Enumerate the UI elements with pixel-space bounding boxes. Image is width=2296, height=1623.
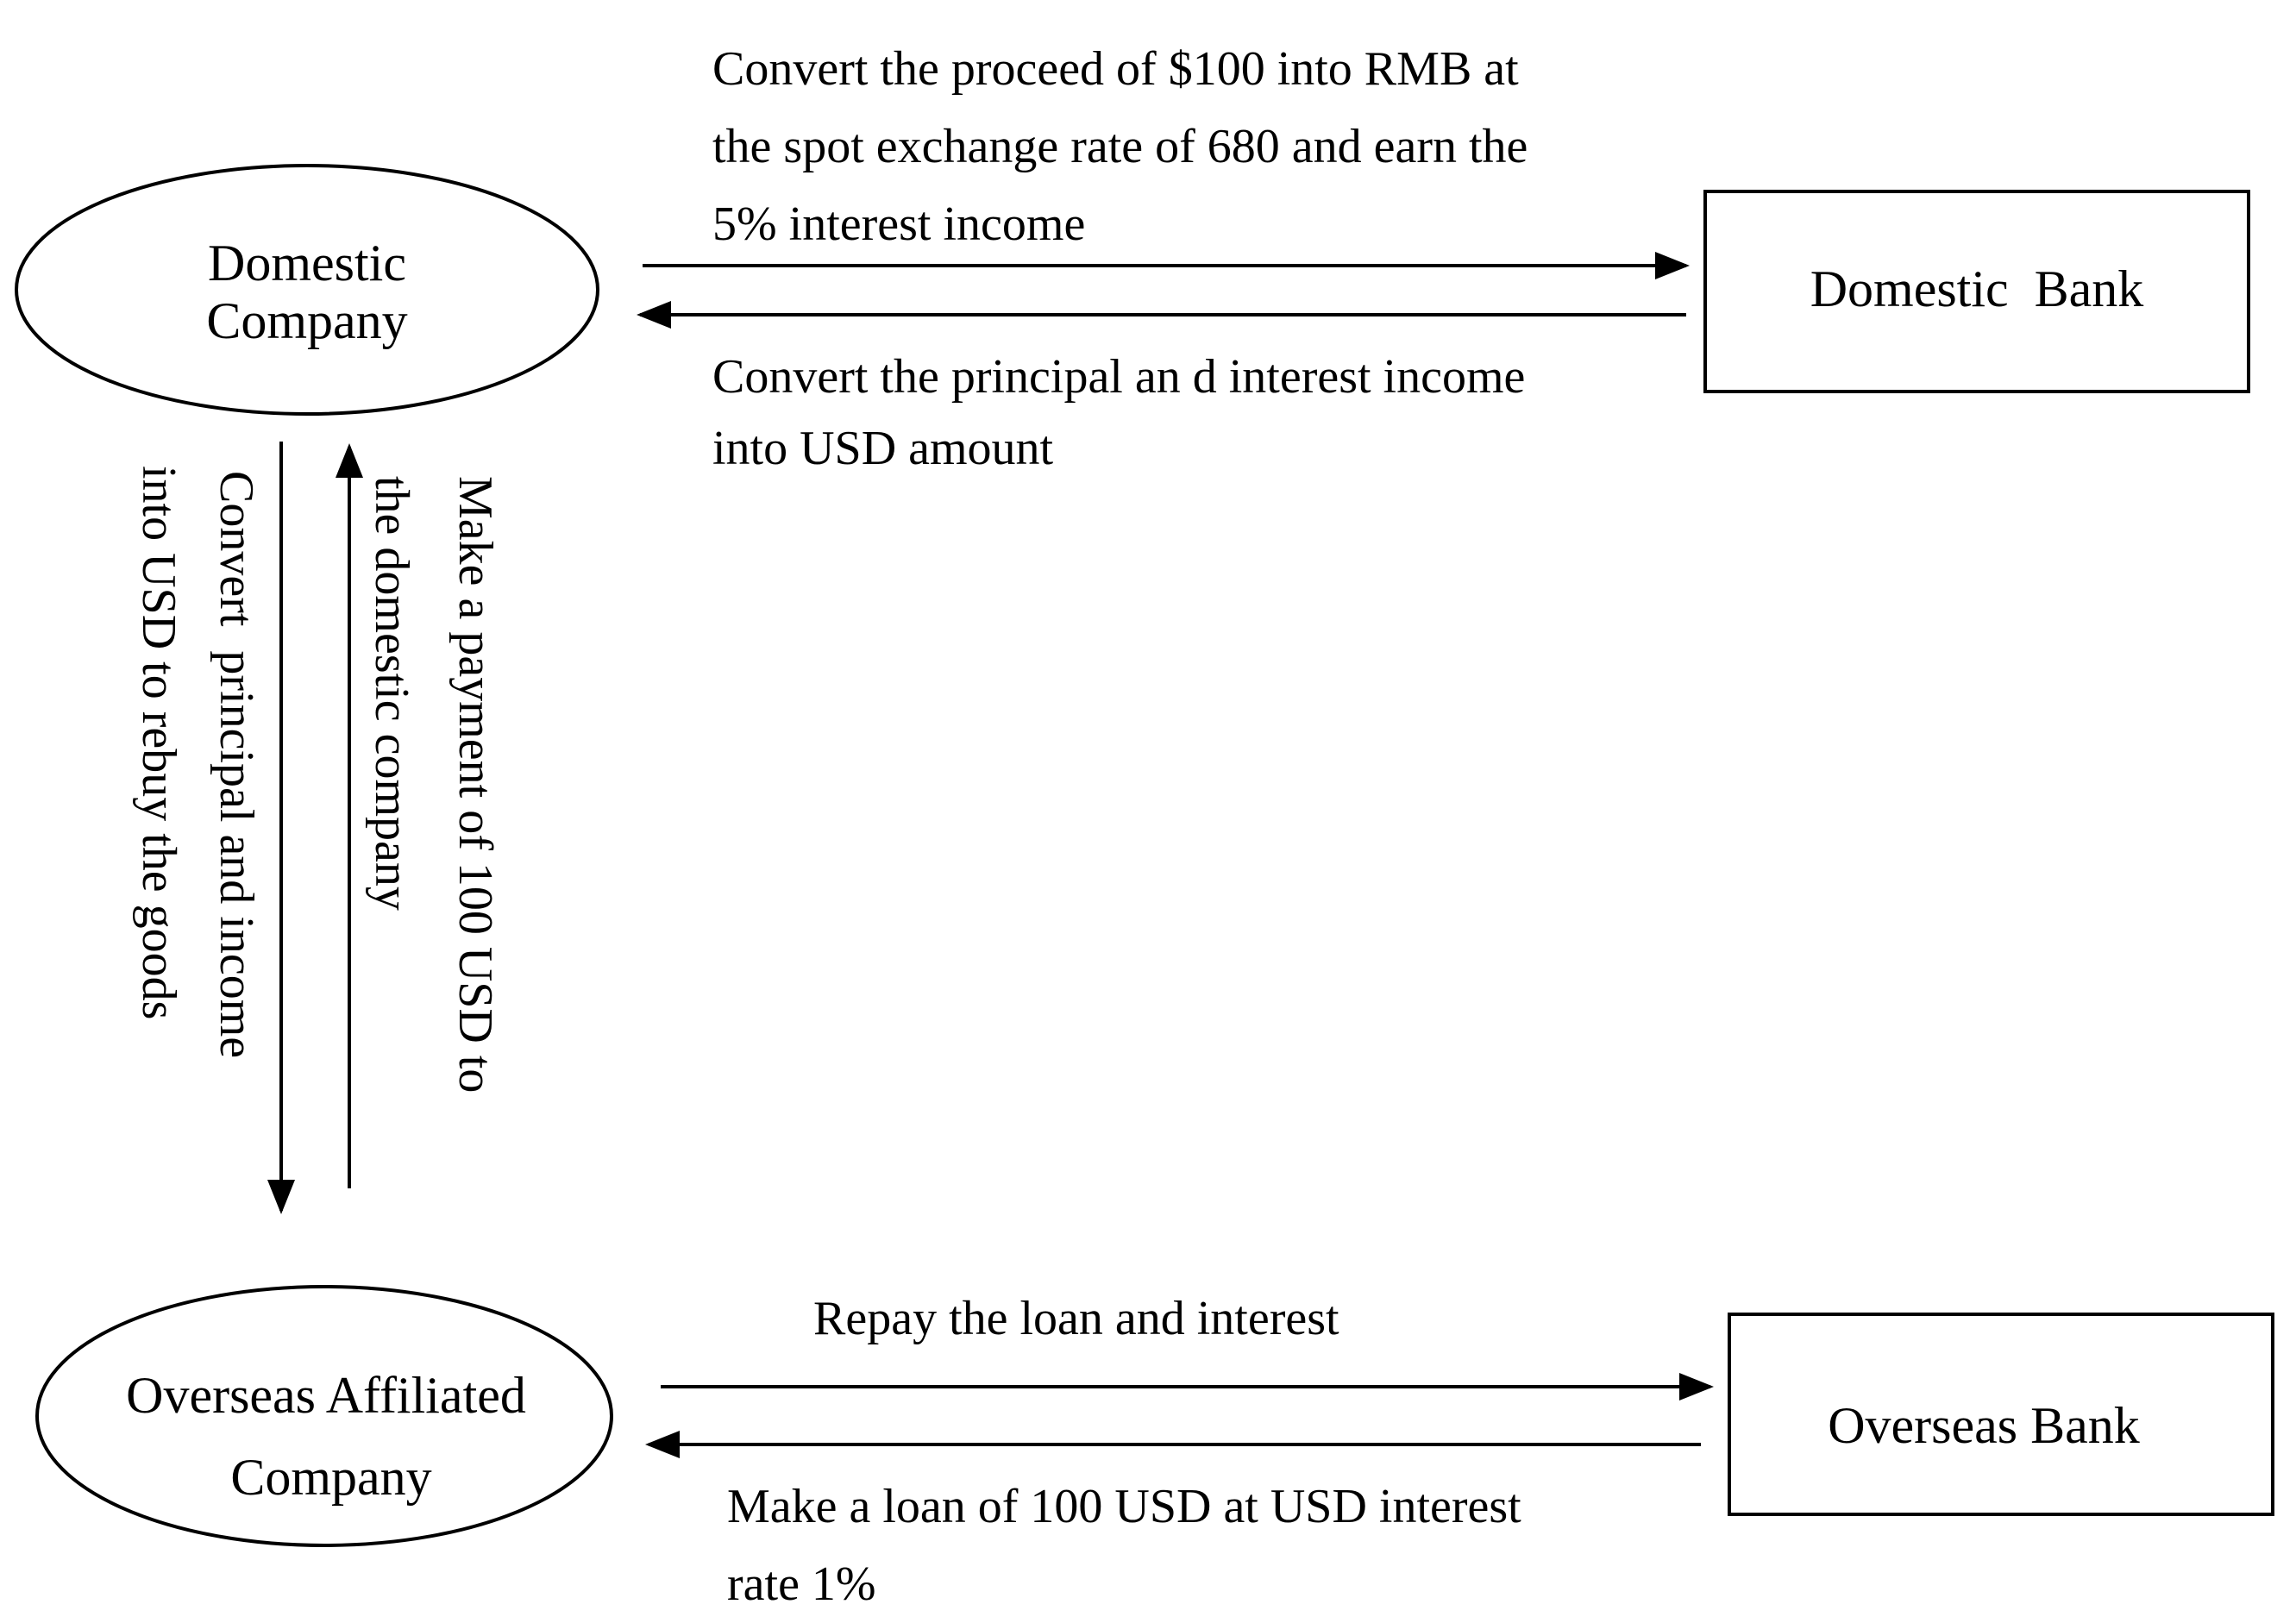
edge-label-line-2: the domestic company bbox=[365, 476, 418, 911]
edge-label-line-3: 5% interest income bbox=[712, 197, 1085, 251]
edge-domestic-bank-to-company: Convert the principal an d interest inco… bbox=[637, 301, 1686, 475]
edge-overseas-bank-to-company: Make a loan of 100 USD at USD interest r… bbox=[645, 1431, 1701, 1611]
overseas-bank-box bbox=[1728, 1313, 2274, 1516]
domestic-company-node: Domestic Company bbox=[15, 164, 599, 416]
edge-label-line-1: Make a loan of 100 USD at USD interest bbox=[727, 1480, 1521, 1533]
overseas-bank-label: Overseas Bank bbox=[1828, 1397, 2140, 1454]
edge-label-line-1: Make a payment of 100 USD to bbox=[449, 476, 502, 1093]
edge-overseas-company-to-bank: Repay the loan and interest bbox=[661, 1292, 1714, 1401]
edge-label-line-1: Convert principal and income bbox=[210, 471, 263, 1058]
domestic-company-label-line-1: Domestic bbox=[208, 235, 406, 291]
domestic-company-ellipse bbox=[15, 164, 599, 416]
domestic-bank-label: Domestic Bank bbox=[1810, 260, 2144, 317]
overseas-company-label-line-2: Company bbox=[230, 1449, 431, 1506]
domestic-bank-box bbox=[1703, 190, 2250, 393]
edge-overseas-to-domestic-company: Make a payment of 100 USD to the domesti… bbox=[336, 443, 502, 1188]
edge-domestic-to-overseas-company: Convert principal and income into USD to… bbox=[132, 442, 295, 1214]
edge-label-line-1: Repay the loan and interest bbox=[813, 1292, 1339, 1345]
edge-label-line-2: the spot exchange rate of 680 and earn t… bbox=[712, 120, 1528, 173]
overseas-company-ellipse bbox=[35, 1285, 613, 1547]
edge-label-line-1: Convert the proceed of $100 into RMB at bbox=[712, 42, 1519, 96]
edge-label-line-1: Convert the principal an d interest inco… bbox=[712, 350, 1525, 404]
domestic-company-label-line-2: Company bbox=[206, 292, 407, 349]
edge-label-line-2: into USD amount bbox=[712, 422, 1054, 475]
edge-label-line-2: into USD to rebuy the goods bbox=[132, 466, 185, 1019]
overseas-bank-node: Overseas Bank bbox=[1728, 1313, 2274, 1516]
domestic-bank-node: Domestic Bank bbox=[1703, 190, 2250, 393]
overseas-company-node: Overseas Affiliated Company bbox=[35, 1285, 613, 1547]
edge-label-line-2: rate 1% bbox=[727, 1557, 876, 1611]
edge-company-to-domestic-bank: Convert the proceed of $100 into RMB at … bbox=[643, 42, 1690, 279]
overseas-company-label-line-1: Overseas Affiliated bbox=[126, 1367, 526, 1424]
